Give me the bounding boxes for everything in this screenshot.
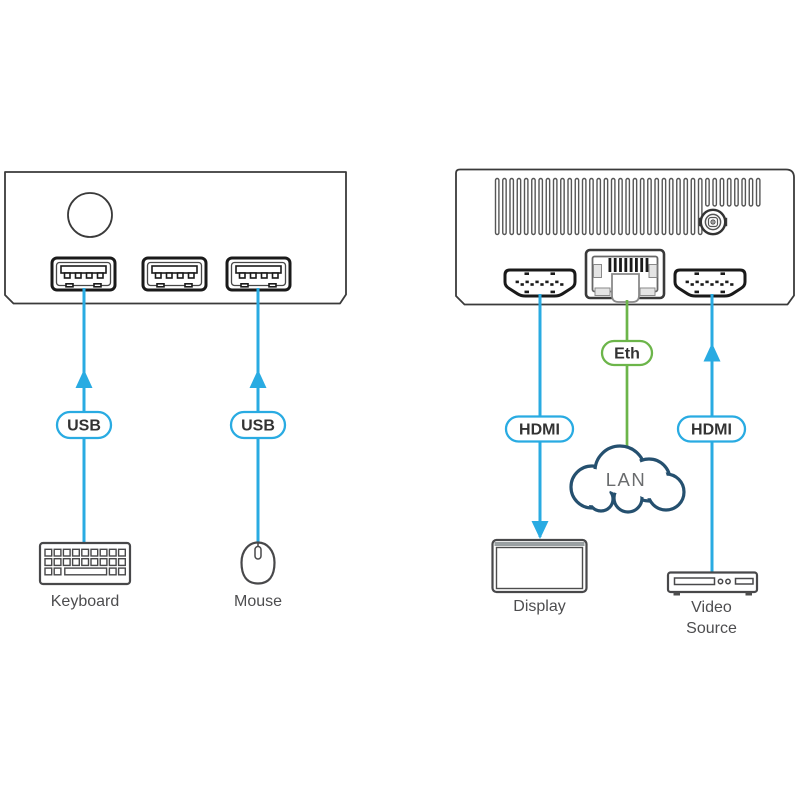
lan-label: LAN xyxy=(606,469,647,490)
hdmi-badge: HDMI xyxy=(676,415,747,443)
usb-port-icon xyxy=(141,256,208,292)
keyboard-label: Keyboard xyxy=(51,593,120,610)
video-source-label-line1: Video xyxy=(691,599,732,616)
hdmi-port-icon xyxy=(503,268,577,298)
up-arrow-icon xyxy=(75,369,93,388)
usb-badge-label: USB xyxy=(67,418,101,435)
video-source-label-line2: Source xyxy=(686,620,737,637)
panel-button-icon xyxy=(67,192,113,238)
mouse-icon xyxy=(240,541,276,585)
hdmi-port-icon xyxy=(673,268,747,298)
eth-badge: Eth xyxy=(600,339,654,367)
up-arrow-icon xyxy=(703,343,721,362)
usb-badge-label: USB xyxy=(241,418,275,435)
up-arrow-icon xyxy=(249,369,267,388)
eth-badge-label: Eth xyxy=(614,346,640,363)
usb-badge: USB xyxy=(229,410,287,440)
hdmi-badge-label: HDMI xyxy=(691,422,732,439)
hdmi-badge-label: HDMI xyxy=(519,422,560,439)
usb-port-icon xyxy=(225,256,292,292)
ethernet-port-icon xyxy=(584,248,666,303)
keyboard-icon xyxy=(38,541,132,586)
down-arrow-icon xyxy=(531,521,549,539)
front-panel-device xyxy=(4,171,347,305)
mouse-label: Mouse xyxy=(234,593,282,610)
video-source-icon xyxy=(666,571,759,596)
vent-grille xyxy=(494,177,761,236)
display-icon xyxy=(491,538,588,594)
display-label: Display xyxy=(513,598,565,615)
lan-cloud-icon: LAN xyxy=(569,444,686,514)
hdmi-badge: HDMI xyxy=(504,415,575,443)
usb-port-icon xyxy=(50,256,117,292)
rear-panel-device xyxy=(455,168,795,306)
power-connector-icon xyxy=(698,208,728,236)
usb-badge: USB xyxy=(55,410,113,440)
